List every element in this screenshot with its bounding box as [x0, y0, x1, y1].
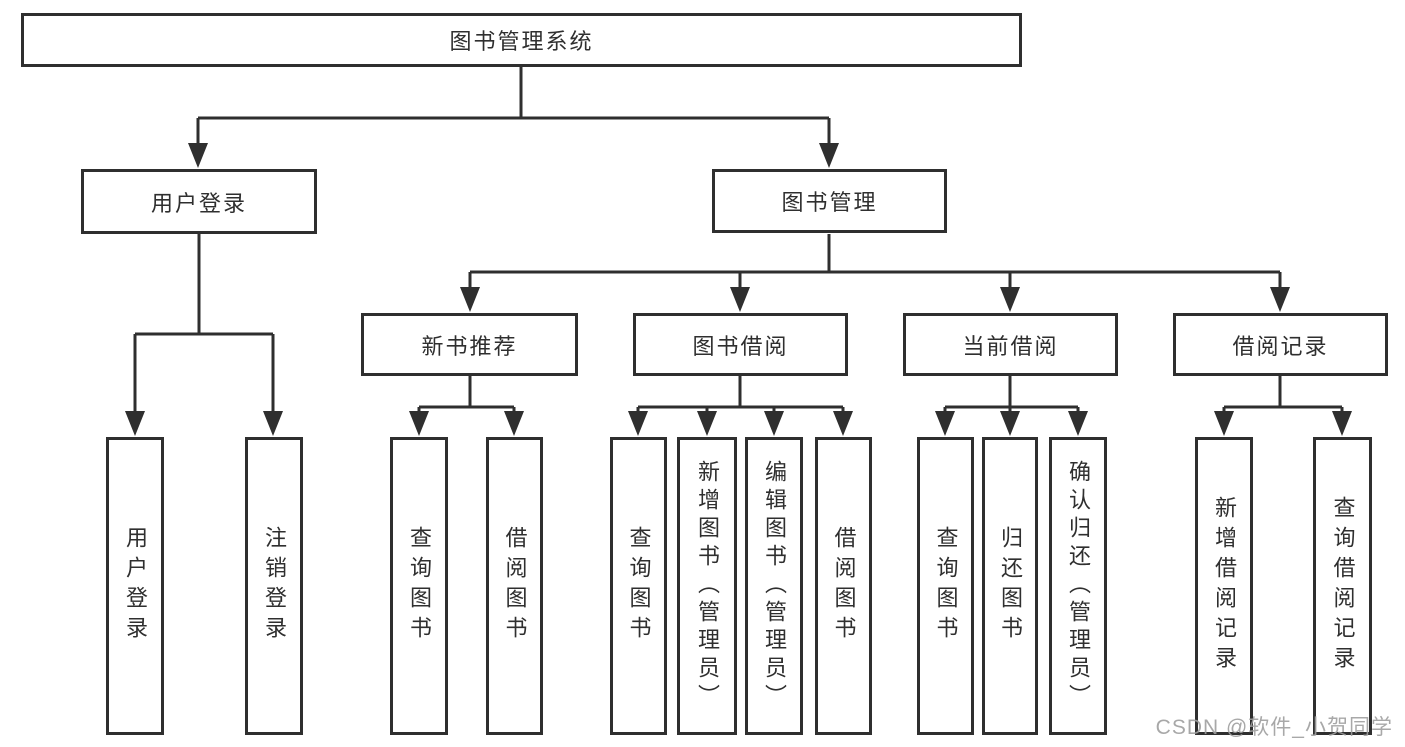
- leaf-confirm-return-admin: 确认归还（管理员）: [1049, 437, 1107, 735]
- connector-user-login-subtree: [133, 234, 275, 412]
- leaf-user-login: 用户登录: [106, 437, 164, 735]
- node-book-management: 图书管理: [712, 169, 947, 233]
- node-current-borrow: 当前借阅: [903, 313, 1118, 376]
- leaf-borrow-books-2: 借阅图书: [815, 437, 872, 735]
- leaf-return-books: 归还图书: [982, 437, 1038, 735]
- leaf-add-books-admin: 新增图书（管理员）: [677, 437, 737, 735]
- leaf-edit-books-admin: 编辑图书（管理员）: [745, 437, 803, 735]
- leaf-query-books-2: 查询图书: [610, 437, 667, 735]
- leaf-add-borrow-record: 新增借阅记录: [1195, 437, 1253, 735]
- csdn-watermark: CSDN @软件_小贺同学: [1155, 716, 1393, 739]
- node-book-borrow: 图书借阅: [633, 313, 848, 376]
- leaf-query-books-3: 查询图书: [917, 437, 974, 735]
- node-borrow-record: 借阅记录: [1173, 313, 1388, 376]
- connector-root-to-level2: [196, 67, 831, 145]
- connector-book-management-subtree: [468, 234, 1282, 289]
- node-root: 图书管理系统: [21, 13, 1022, 67]
- node-new-book-recommend: 新书推荐: [361, 313, 578, 376]
- connector-new-book-subtree: [417, 376, 516, 413]
- connector-current-borrow-subtree: [943, 376, 1080, 413]
- leaf-query-borrow-record: 查询借阅记录: [1313, 437, 1372, 735]
- connector-book-borrow-subtree: [636, 376, 845, 413]
- leaf-logout: 注销登录: [245, 437, 303, 735]
- connector-borrow-record-subtree: [1222, 376, 1344, 413]
- leaf-borrow-books-1: 借阅图书: [486, 437, 543, 735]
- node-user-login: 用户登录: [81, 169, 317, 234]
- leaf-query-books-1: 查询图书: [390, 437, 448, 735]
